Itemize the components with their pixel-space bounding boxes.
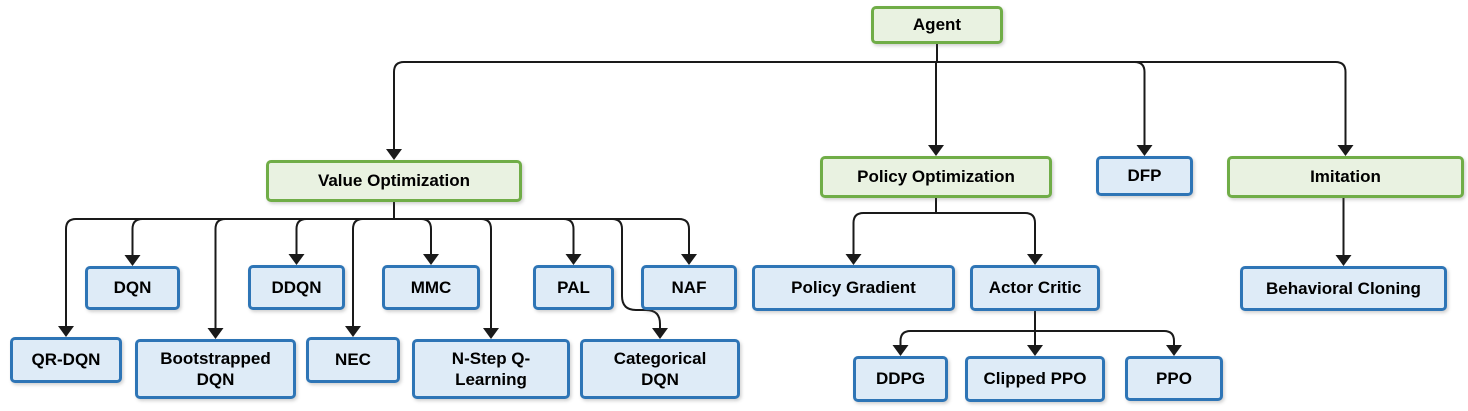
node-dfp: DFP [1096, 156, 1193, 196]
node-actor-critic: Actor Critic [970, 265, 1100, 311]
node-behavioral-cloning: Behavioral Cloning [1240, 266, 1447, 311]
node-n-step-q-learning: N-Step Q-Learning [412, 339, 570, 399]
node-policy-gradient: Policy Gradient [752, 265, 955, 311]
node-categorical-dqn: Categorical DQN [580, 339, 740, 399]
node-ddqn: DDQN [248, 265, 345, 310]
node-bootstrapped-dqn: Bootstrapped DQN [135, 339, 296, 399]
node-mmc: MMC [382, 265, 480, 310]
node-dqn: DQN [85, 266, 180, 310]
node-naf: NAF [641, 265, 737, 310]
node-ddpg: DDPG [853, 356, 948, 402]
node-agent: Agent [871, 6, 1003, 44]
node-imitation: Imitation [1227, 156, 1464, 198]
node-value-optimization: Value Optimization [266, 160, 522, 202]
node-nec: NEC [306, 337, 400, 383]
node-policy-optimization: Policy Optimization [820, 156, 1052, 198]
node-qr-dqn: QR-DQN [10, 337, 122, 383]
node-ppo: PPO [1125, 356, 1223, 401]
node-clipped-ppo: Clipped PPO [965, 356, 1105, 402]
node-pal: PAL [533, 265, 614, 310]
